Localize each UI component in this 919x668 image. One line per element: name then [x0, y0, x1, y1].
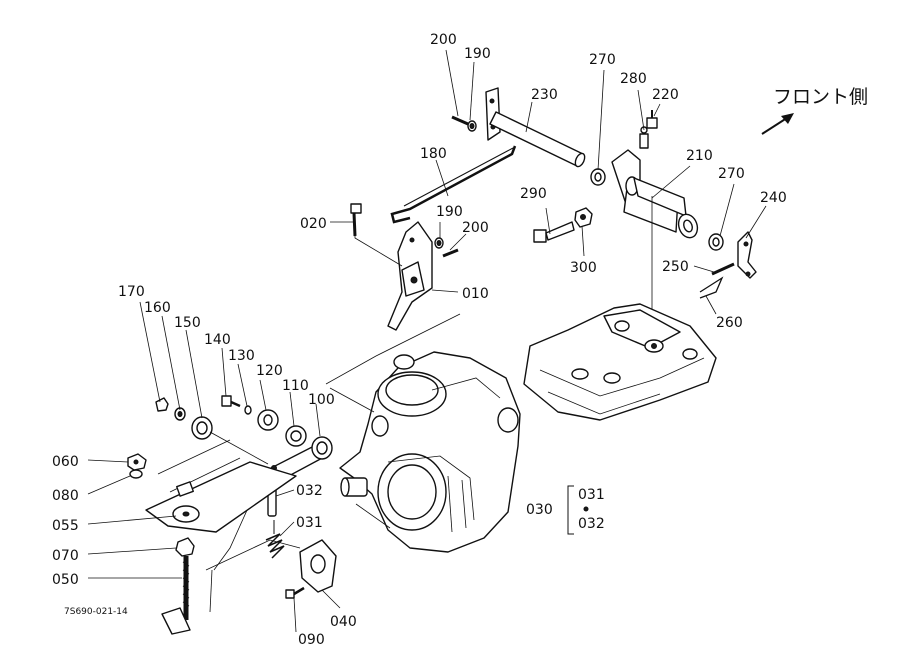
bracket-210 — [611, 149, 699, 239]
group-bracket-030 — [567, 485, 589, 535]
link-rod-180 — [390, 145, 517, 224]
label-040: 040 — [330, 614, 357, 630]
label-020: 020 — [300, 216, 327, 232]
bushing-110 — [285, 425, 307, 447]
label-150: 150 — [174, 315, 201, 331]
front-side-label: フロント側 — [773, 86, 868, 108]
spring-031 — [265, 520, 285, 559]
label-010: 010 — [462, 286, 489, 302]
label-190-lower: 190 — [436, 204, 463, 220]
label-030: 030 — [526, 502, 553, 518]
screw-090 — [285, 586, 305, 599]
nut-070 — [175, 537, 195, 557]
label-290: 290 — [520, 186, 547, 202]
label-100: 100 — [308, 392, 335, 408]
gasket-040 — [299, 539, 337, 593]
label-170: 170 — [118, 284, 145, 300]
label-130: 130 — [228, 348, 255, 364]
grease-fitting-280 — [639, 126, 649, 149]
label-240: 240 — [760, 190, 787, 206]
spring-260 — [699, 276, 724, 299]
label-090: 090 — [298, 632, 325, 648]
bolt-050 — [161, 556, 191, 635]
leader-lines — [87, 49, 767, 633]
washer-080 — [129, 469, 143, 479]
label-250: 250 — [662, 259, 689, 275]
label-270-lower: 270 — [718, 166, 745, 182]
label-070: 070 — [52, 548, 79, 564]
bolt-290 — [533, 221, 575, 243]
pin-200-lower — [442, 248, 459, 258]
label-030-032: 032 — [578, 516, 605, 532]
part-labels: 200 190 230 270 280 220 180 210 270 240 … — [52, 32, 787, 648]
collar-120 — [257, 409, 279, 431]
label-160: 160 — [144, 300, 171, 316]
nut-060 — [127, 453, 147, 471]
label-200-lower: 200 — [462, 220, 489, 236]
lever-240 — [737, 231, 757, 279]
label-270-upper: 270 — [589, 52, 616, 68]
bushing-270-right — [708, 233, 724, 251]
front-direction-arrow — [761, 113, 794, 135]
label-220: 220 — [652, 87, 679, 103]
label-280: 280 — [620, 71, 647, 87]
shaft-230 — [489, 111, 586, 168]
label-140: 140 — [204, 332, 231, 348]
label-080: 080 — [52, 488, 79, 504]
label-032: 032 — [296, 483, 323, 499]
label-230: 230 — [531, 87, 558, 103]
label-200-upper: 200 — [430, 32, 457, 48]
drawing-code: 7S690-021-14 — [64, 607, 128, 617]
label-030-031: 031 — [578, 487, 605, 503]
nut-300 — [574, 207, 593, 228]
label-110: 110 — [282, 378, 309, 394]
label-060: 060 — [52, 454, 79, 470]
label-190-upper: 190 — [464, 46, 491, 62]
pin-200-upper — [451, 115, 469, 126]
plate-055 — [172, 481, 200, 523]
bearing-150 — [191, 416, 213, 440]
label-260: 260 — [716, 315, 743, 331]
washer-130 — [244, 405, 252, 415]
pump-body — [339, 351, 521, 553]
label-300: 300 — [570, 260, 597, 276]
spring-pin-250 — [711, 262, 735, 276]
label-031: 031 — [296, 515, 323, 531]
label-210: 210 — [686, 148, 713, 164]
bushing-270-left — [590, 168, 606, 186]
washer-190-upper — [467, 120, 477, 132]
washer-190-lower — [434, 237, 444, 249]
label-050: 050 — [52, 572, 79, 588]
bolt-140 — [221, 395, 241, 408]
lever-010 — [387, 221, 433, 331]
adjuster-plate — [145, 439, 301, 571]
label-180: 180 — [420, 146, 447, 162]
housing-cover — [523, 303, 717, 421]
nut-170 — [155, 397, 169, 412]
label-120: 120 — [256, 363, 283, 379]
label-055: 055 — [52, 518, 79, 534]
bolt-220 — [646, 110, 658, 129]
bolt-020 — [350, 203, 362, 237]
